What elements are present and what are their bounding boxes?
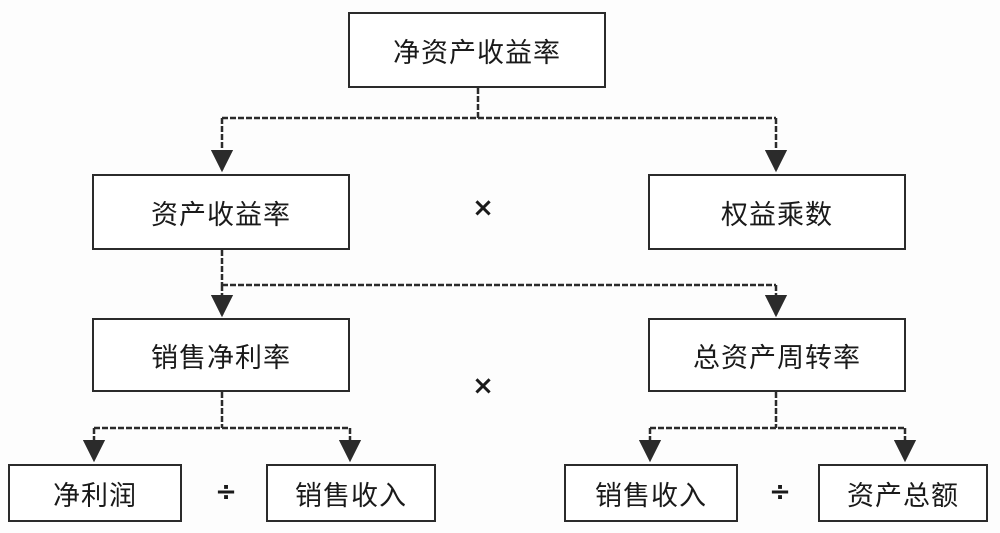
net-margin-label: 销售净利率 [151, 342, 291, 374]
sales-revenue-left-label: 销售收入 [295, 480, 407, 512]
net-profit-label: 净利润 [53, 480, 137, 512]
total-assets-box: 资产总额 [818, 464, 988, 522]
total-assets-label: 资产总额 [847, 480, 959, 512]
sales-revenue-right-box: 销售收入 [564, 464, 738, 522]
sales-revenue-left-box: 销售收入 [266, 464, 436, 522]
asset-turnover-box: 总资产周转率 [648, 318, 906, 392]
multiply-operator-level2: × [472, 371, 494, 401]
equity-multiplier-box: 权益乘数 [648, 174, 906, 250]
divide-operator-right: ÷ [769, 477, 791, 507]
roe-box: 净资产收益率 [348, 12, 606, 88]
asset-turnover-label: 总资产周转率 [693, 342, 861, 374]
divide-operator-left: ÷ [215, 477, 237, 507]
net-margin-box: 销售净利率 [92, 318, 350, 392]
multiply-operator-level1: × [472, 193, 494, 223]
roe-label: 净资产收益率 [393, 37, 561, 69]
sales-revenue-right-label: 销售收入 [595, 480, 707, 512]
equity-multiplier-label: 权益乘数 [721, 199, 833, 231]
net-profit-box: 净利润 [8, 464, 182, 522]
asset-return-label: 资产收益率 [151, 199, 291, 231]
asset-return-box: 资产收益率 [92, 174, 350, 250]
